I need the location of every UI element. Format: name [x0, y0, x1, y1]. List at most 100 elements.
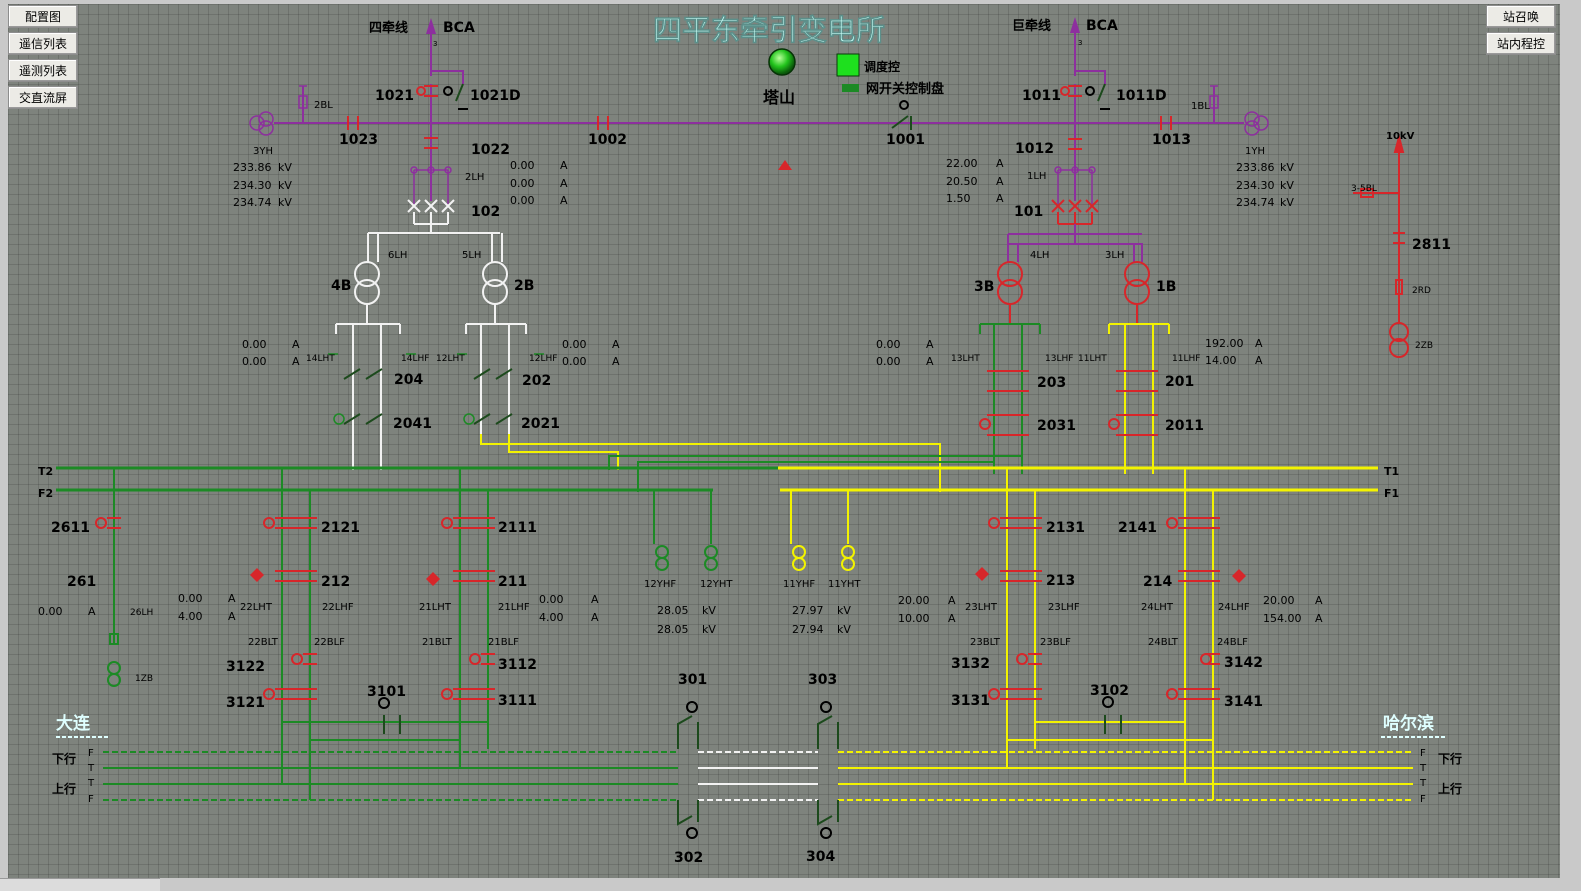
- ct-2lh: [410, 166, 452, 204]
- label-f24a: 20.00: [1263, 594, 1295, 607]
- label-v3a: 233.86: [233, 161, 272, 174]
- label-302: 302: [674, 850, 703, 866]
- label-1023: 1023: [339, 132, 378, 148]
- label-12lht: 12LHT: [436, 354, 465, 364]
- label-1bl: 1BL: [1191, 101, 1210, 112]
- section-switches[interactable]: [378, 696, 1122, 839]
- alarm-diamonds[interactable]: [250, 567, 1246, 586]
- label-213: 213: [1046, 573, 1075, 589]
- nav-station-program[interactable]: 站内程控: [1486, 32, 1556, 55]
- label-v1a: 233.86: [1236, 161, 1275, 174]
- label-lf2: F: [88, 794, 94, 805]
- label-v1c: 234.74: [1236, 196, 1275, 209]
- label-i2c: 0.00: [510, 194, 535, 207]
- label-13lhf: 13LHF: [1045, 354, 1073, 364]
- label-t2bus: T2: [38, 465, 53, 478]
- switch-1011d[interactable]: [1085, 83, 1110, 110]
- transformer-3b[interactable]: [997, 261, 1023, 324]
- label-rt1: T: [1419, 763, 1427, 774]
- breaker-102[interactable]: [367, 199, 503, 262]
- label-1001: 1001: [886, 132, 925, 148]
- breakers-204-202[interactable]: [343, 368, 513, 425]
- switch-1021[interactable]: [416, 85, 438, 97]
- label-1021: 1021: [375, 88, 414, 104]
- label-v11b: 27.94: [792, 623, 824, 636]
- label-kv11b: kV: [837, 623, 851, 636]
- transformer-4b[interactable]: [335, 261, 401, 334]
- label-f21b: 4.00: [539, 611, 564, 624]
- label-t3a: 0.00: [876, 338, 901, 351]
- switch-panel-label: 网开关控制盘: [866, 81, 944, 97]
- label-21lhf: 21LHF: [498, 602, 530, 613]
- label-k3b: kV: [278, 179, 292, 192]
- alarm-triangle-icon[interactable]: [778, 160, 792, 170]
- transformer-2b[interactable]: [465, 261, 527, 334]
- label-21lht: 21LHT: [419, 602, 452, 613]
- nav-telemetry-list[interactable]: 遥测列表: [8, 59, 78, 82]
- label-11yhf: 11YHF: [783, 579, 815, 590]
- nav-acdc-panel[interactable]: 交直流屏: [8, 86, 78, 109]
- label-11yht: 11YHT: [828, 579, 861, 590]
- label-22lht: 22LHT: [240, 602, 273, 613]
- label-2rd: 2RD: [1412, 286, 1431, 296]
- transformer-1b[interactable]: [1124, 261, 1150, 324]
- switch-1002[interactable]: [597, 116, 609, 130]
- label-i2b: 0.00: [510, 177, 535, 190]
- switch-panel-indicator[interactable]: [842, 84, 859, 92]
- switch-1012[interactable]: [1068, 138, 1082, 150]
- breakers-203-201[interactable]: [979, 370, 1158, 436]
- dispatch-control-label: 调度控: [864, 59, 900, 74]
- nav-telesignal-list[interactable]: 遥信列表: [8, 32, 78, 55]
- label-t4b: 0.00: [242, 355, 267, 368]
- label-212: 212: [321, 574, 350, 590]
- label-lt1: T: [87, 763, 95, 774]
- label-22lhf: 22LHF: [322, 602, 354, 613]
- label-23blt: 23BLT: [970, 637, 1001, 648]
- feeder-switches[interactable]: [95, 517, 1220, 700]
- label-fa21b: A: [591, 611, 599, 624]
- switch-1023[interactable]: [347, 116, 359, 130]
- arrester-1bl: [1209, 85, 1219, 109]
- label-fa22a: A: [228, 592, 236, 605]
- label-i1a: 22.00: [946, 157, 978, 170]
- breaker-101[interactable]: [1051, 199, 1099, 225]
- hv-bus: [274, 70, 1244, 262]
- label-f21a: 0.00: [539, 593, 564, 606]
- nav-config-diagram[interactable]: 配置图: [8, 5, 78, 28]
- label-lt2: T: [87, 778, 95, 789]
- svg-text:3: 3: [433, 40, 437, 48]
- switch-1013[interactable]: [1160, 116, 1172, 130]
- label-dalian: 大连: [56, 713, 91, 734]
- label-kv11a: kV: [837, 604, 851, 617]
- dispatch-control-indicator[interactable]: [836, 53, 860, 77]
- label-3132: 3132: [951, 656, 990, 672]
- label-202: 202: [522, 373, 551, 389]
- label-1012: 1012: [1015, 141, 1054, 157]
- label-v3b: 234.30: [233, 179, 272, 192]
- switch-1001[interactable]: [891, 100, 912, 130]
- switch-1022[interactable]: [424, 137, 438, 149]
- switch-1011[interactable]: [1060, 85, 1082, 97]
- label-ta4a: A: [292, 338, 300, 351]
- label-2b: 2B: [514, 278, 534, 294]
- label-3112: 3112: [498, 657, 537, 673]
- label-303: 303: [808, 672, 837, 688]
- label-2141: 2141: [1118, 520, 1157, 536]
- label-2021: 2021: [521, 416, 560, 432]
- label-harbin: 哈尔滨: [1383, 713, 1434, 734]
- label-a1a: A: [996, 157, 1004, 170]
- label-14lht: 14LHT: [306, 354, 335, 364]
- label-k3a: kV: [278, 161, 292, 174]
- label-22blt: 22BLT: [248, 637, 279, 648]
- label-301: 301: [678, 672, 707, 688]
- label-203: 203: [1037, 375, 1066, 391]
- label-i1c: 1.50: [946, 192, 971, 205]
- label-261: 261: [67, 574, 96, 590]
- label-2121: 2121: [321, 520, 360, 536]
- label-f24b: 154.00: [1263, 612, 1302, 625]
- switch-1021d[interactable]: [443, 83, 468, 110]
- label-xiaxing_l: 下行: [52, 751, 76, 766]
- label-v11a: 27.97: [792, 604, 824, 617]
- nav-station-call[interactable]: 站召唤: [1486, 5, 1556, 28]
